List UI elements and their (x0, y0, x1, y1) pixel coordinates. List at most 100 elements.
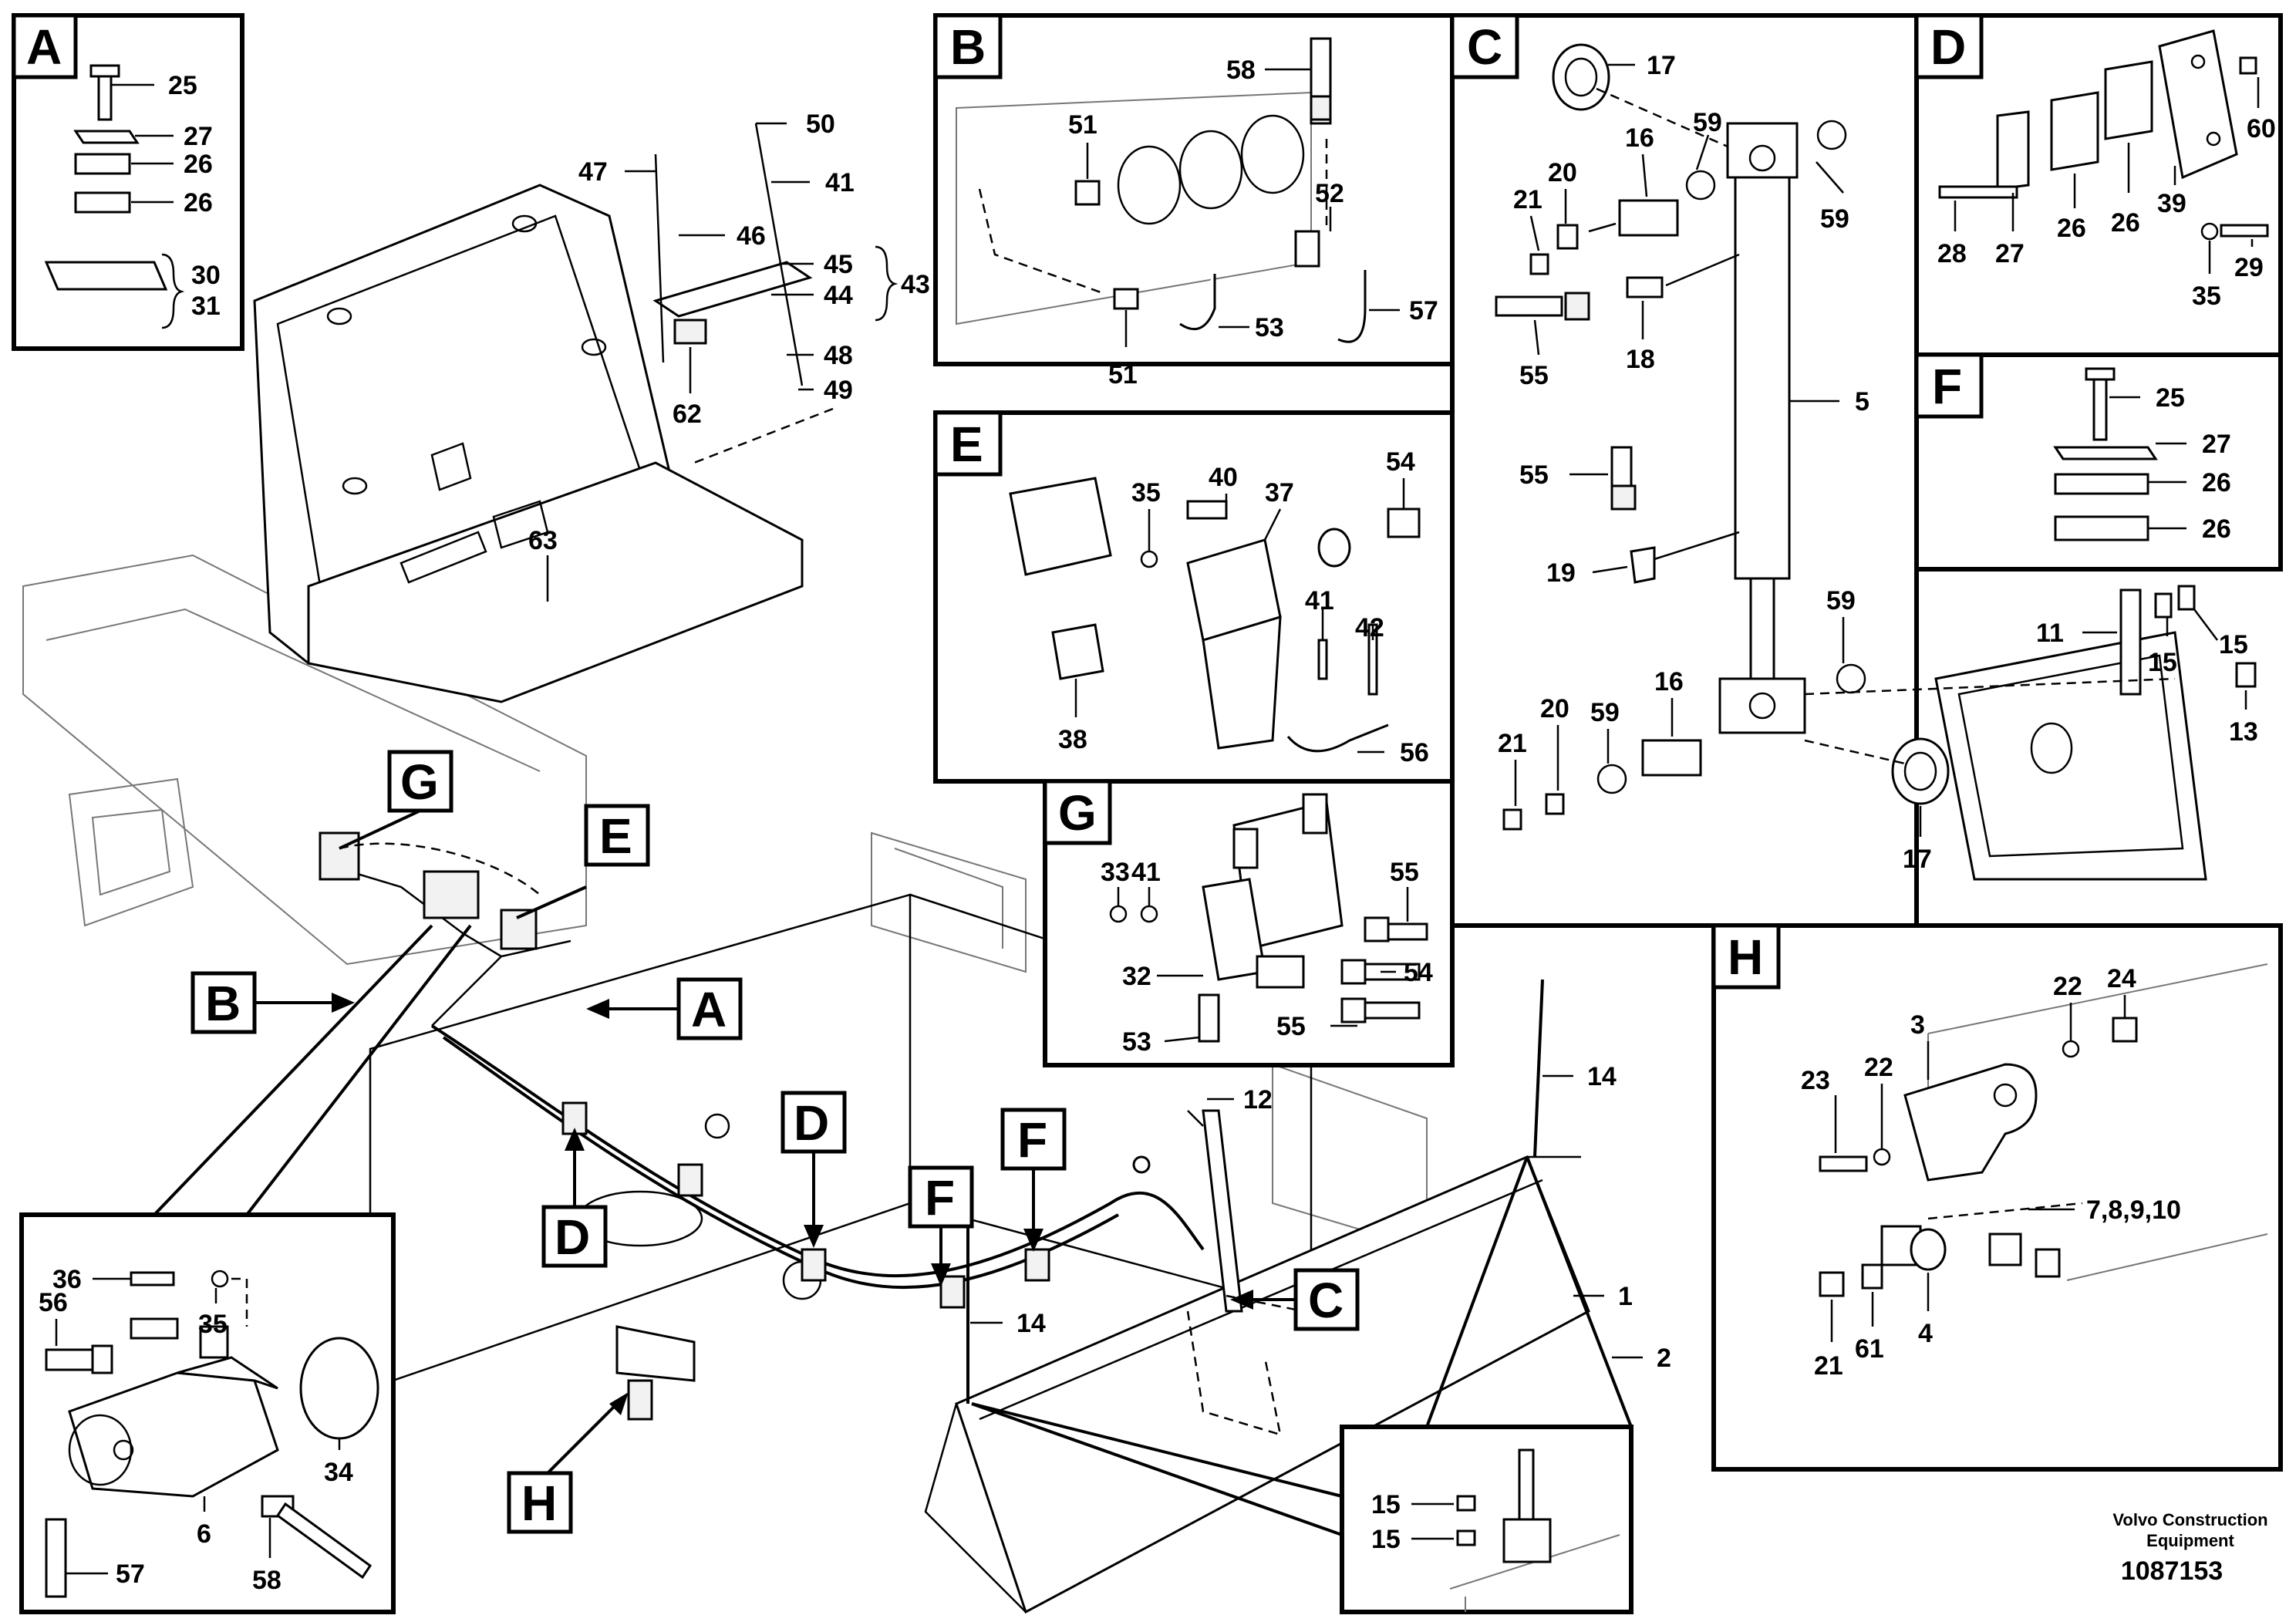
svg-text:16: 16 (1654, 667, 1684, 696)
svg-text:52: 52 (1315, 179, 1344, 208)
svg-text:34: 34 (324, 1458, 353, 1487)
svg-text:C: C (1467, 19, 1502, 75)
svg-text:F: F (1932, 359, 1962, 414)
callout-box-F1: F (908, 1165, 974, 1286)
callout-44: 44 (771, 281, 853, 310)
svg-text:33: 33 (1101, 858, 1130, 887)
svg-text:5: 5 (1855, 387, 1870, 416)
svg-text:E: E (599, 808, 632, 864)
svg-text:C: C (1308, 1273, 1344, 1328)
svg-text:61: 61 (1855, 1334, 1884, 1364)
cab (253, 184, 804, 703)
svg-text:26: 26 (2111, 208, 2140, 238)
callout-43: 43 (901, 270, 930, 299)
callout-box-H: H (507, 1392, 629, 1534)
svg-text:56: 56 (39, 1288, 68, 1317)
svg-text:G: G (1058, 785, 1097, 841)
svg-text:25: 25 (168, 71, 197, 100)
svg-text:55: 55 (1276, 1012, 1306, 1041)
svg-text:2: 2 (1657, 1344, 1671, 1373)
svg-text:35: 35 (1131, 478, 1161, 508)
svg-text:22: 22 (2053, 972, 2082, 1001)
footer-line1: Volvo Construction (2112, 1510, 2267, 1529)
svg-text:59: 59 (1820, 204, 1849, 234)
svg-text:20: 20 (1540, 694, 1569, 723)
doc-number: 1087153 (2121, 1556, 2223, 1586)
svg-text:46: 46 (737, 221, 766, 251)
panel-A: A 25 27 26 26 30 31 (12, 13, 244, 351)
svg-text:13: 13 (2229, 717, 2258, 747)
callout-41: 41 (771, 168, 855, 197)
svg-text:58: 58 (252, 1566, 282, 1595)
svg-text:A: A (691, 982, 727, 1037)
svg-text:G: G (400, 754, 439, 810)
svg-text:44: 44 (824, 281, 853, 310)
blade-inset: 15 15 (971, 1156, 1633, 1614)
panel-B: B 58 51 52 51 53 57 (933, 13, 1455, 389)
callout-63: 63 (528, 526, 558, 602)
callout-box-B: B (190, 971, 355, 1034)
svg-text:D: D (794, 1095, 829, 1151)
callout-2: 2 (1612, 1344, 1671, 1373)
svg-text:E: E (950, 416, 983, 472)
svg-text:48: 48 (824, 341, 853, 370)
callout-box-G: G (339, 750, 453, 850)
callout-50: 50 (756, 110, 835, 139)
panel-D: D 60 39 26 26 27 28 29 35 (1914, 13, 2283, 357)
svg-text:27: 27 (1995, 239, 2025, 268)
svg-text:F: F (1017, 1112, 1047, 1168)
svg-text:30: 30 (191, 261, 221, 290)
svg-text:32: 32 (1122, 962, 1151, 991)
svg-text:15: 15 (1371, 1490, 1401, 1519)
svg-text:25: 25 (2156, 383, 2185, 413)
callout-45: 45 (779, 250, 853, 279)
svg-text:51: 51 (1068, 110, 1097, 140)
svg-text:1: 1 (1618, 1282, 1633, 1311)
panel-F: F 25 27 26 26 (1914, 352, 2283, 572)
callout-14a: 14 (1542, 1062, 1617, 1091)
svg-text:54: 54 (1386, 447, 1415, 477)
svg-text:55: 55 (1519, 460, 1549, 490)
svg-text:49: 49 (824, 376, 853, 405)
svg-text:B: B (950, 19, 986, 75)
svg-text:7,8,9,10: 7,8,9,10 (2086, 1195, 2181, 1225)
svg-text:41: 41 (1305, 586, 1334, 615)
svg-text:42: 42 (1355, 613, 1384, 642)
svg-text:43: 43 (901, 270, 930, 299)
svg-text:15: 15 (1371, 1525, 1401, 1554)
svg-text:51: 51 (1108, 360, 1138, 389)
svg-text:37: 37 (1265, 478, 1294, 508)
svg-text:26: 26 (184, 188, 213, 218)
svg-text:58: 58 (1226, 56, 1256, 85)
svg-text:62: 62 (673, 400, 702, 429)
svg-text:A: A (26, 19, 62, 75)
svg-text:54: 54 (1404, 958, 1433, 987)
svg-text:57: 57 (1409, 296, 1438, 325)
svg-text:55: 55 (1390, 858, 1419, 887)
svg-text:38: 38 (1058, 725, 1087, 754)
svg-text:3: 3 (1910, 1010, 1925, 1040)
svg-text:31: 31 (191, 292, 221, 321)
panel-G: G 33 41 55 32 54 53 55 (1043, 779, 1455, 1067)
svg-text:56: 56 (1400, 738, 1429, 767)
svg-text:20: 20 (1548, 158, 1577, 187)
panel-E: E 40 35 37 54 41 42 38 56 (933, 410, 1455, 784)
svg-text:17: 17 (1903, 845, 1932, 874)
svg-text:11: 11 (2036, 619, 2064, 648)
svg-text:17: 17 (1647, 51, 1676, 80)
svg-text:H: H (1728, 929, 1763, 985)
svg-text:41: 41 (1131, 858, 1161, 887)
callout-46: 46 (679, 221, 766, 251)
callout-62: 62 (673, 347, 702, 429)
svg-text:14: 14 (1017, 1309, 1046, 1338)
svg-text:59: 59 (1826, 586, 1856, 615)
svg-text:26: 26 (2202, 468, 2231, 497)
svg-text:4: 4 (1918, 1319, 1933, 1348)
svg-text:35: 35 (198, 1310, 228, 1339)
svg-text:23: 23 (1801, 1066, 1830, 1095)
svg-text:50: 50 (806, 110, 835, 139)
svg-text:21: 21 (1814, 1351, 1843, 1381)
svg-text:59: 59 (1693, 108, 1722, 137)
svg-text:24: 24 (2107, 964, 2136, 993)
